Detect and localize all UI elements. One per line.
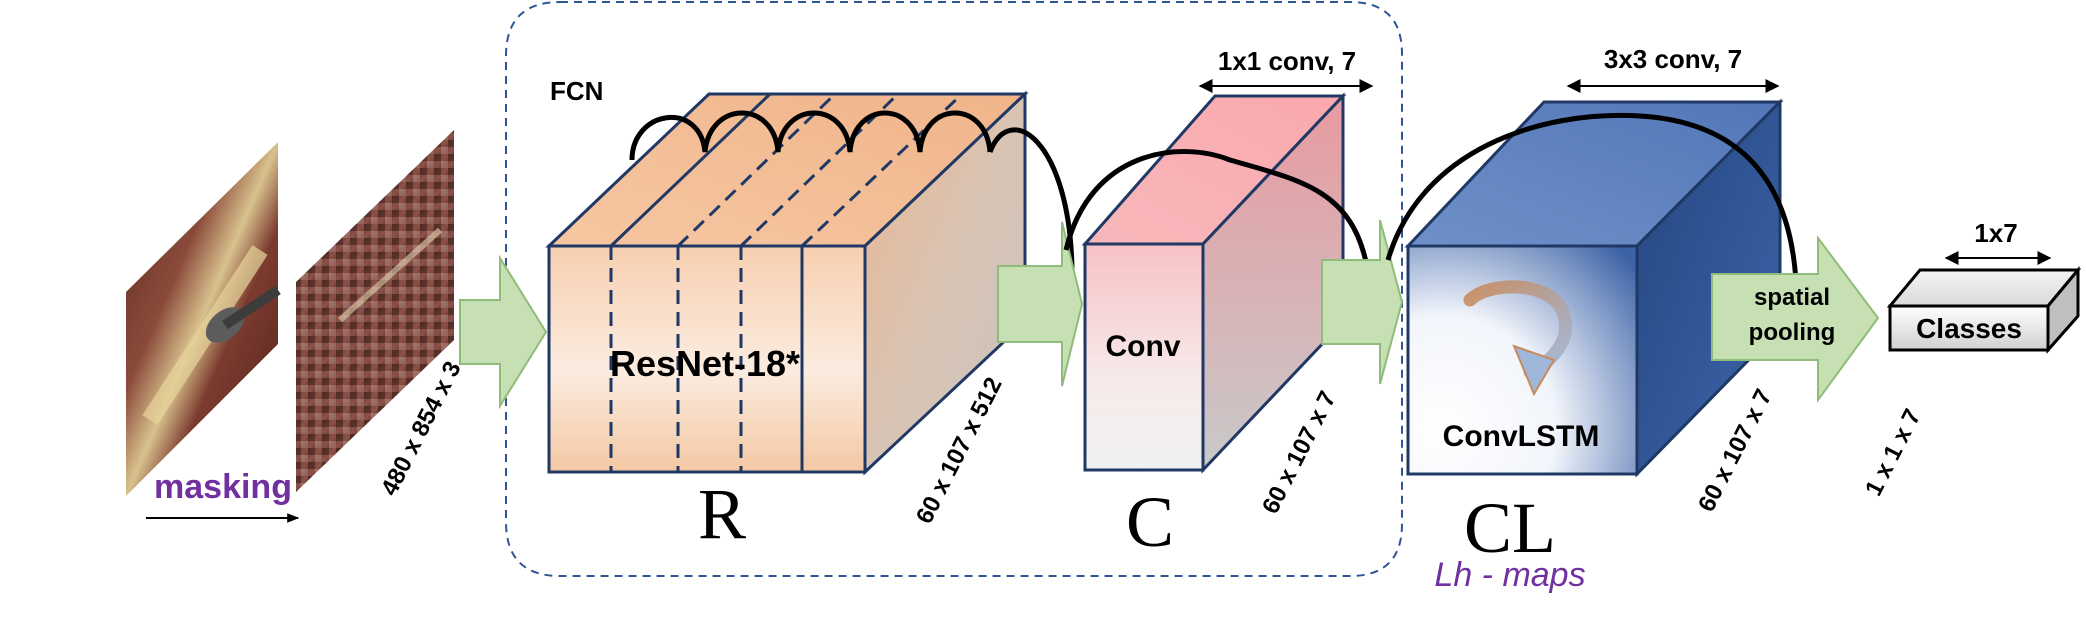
- convlstm-label: ConvLSTM: [1443, 420, 1600, 453]
- resnet-output-arc: [987, 127, 1075, 271]
- fcn-region-border: [505, 1, 1403, 577]
- lh-maps-label: Lh - maps: [1434, 556, 1585, 594]
- classes-header-label: 1x7: [1974, 218, 2017, 248]
- spatial-label: spatial: [1754, 284, 1830, 311]
- lstm-header-label: 3x3 conv, 7: [1604, 44, 1742, 74]
- classes-block: [1886, 265, 2082, 354]
- pooling-label: pooling: [1749, 319, 1836, 346]
- fcn-label: FCN: [550, 76, 603, 106]
- conv-block: [1081, 92, 1347, 474]
- masked-frame-image: [296, 130, 454, 492]
- arrow-conv-to-convlstm: [1321, 219, 1404, 385]
- cl-letter-label: CL: [1464, 488, 1556, 568]
- r-letter-label: R: [698, 474, 746, 554]
- resnet-block: [545, 90, 1029, 476]
- classes-label: Classes: [1916, 313, 2022, 344]
- resnet-skip-connections: [629, 110, 993, 161]
- input-frame-image: [126, 142, 281, 496]
- resnet-label: ResNet-18*: [610, 343, 800, 384]
- c-dims-label: 60 x 107 x 7: [1257, 387, 1342, 518]
- conv-output-arc: [1063, 149, 1369, 263]
- spatial-pooling-arrow: [1711, 235, 1880, 404]
- out-dims-label: 1 x 1 x 7: [1860, 405, 1926, 500]
- arrow-input-to-resnet: [459, 254, 548, 410]
- recurrent-loop-icon: [1463, 280, 1573, 397]
- conv-header-label: 1x1 conv, 7: [1218, 46, 1356, 76]
- arrow-resnet-to-conv: [997, 221, 1084, 387]
- conv-label: Conv: [1106, 330, 1181, 363]
- masking-label: masking: [154, 468, 292, 506]
- c-letter-label: C: [1126, 482, 1174, 562]
- convlstm-output-arc: [1385, 112, 1799, 283]
